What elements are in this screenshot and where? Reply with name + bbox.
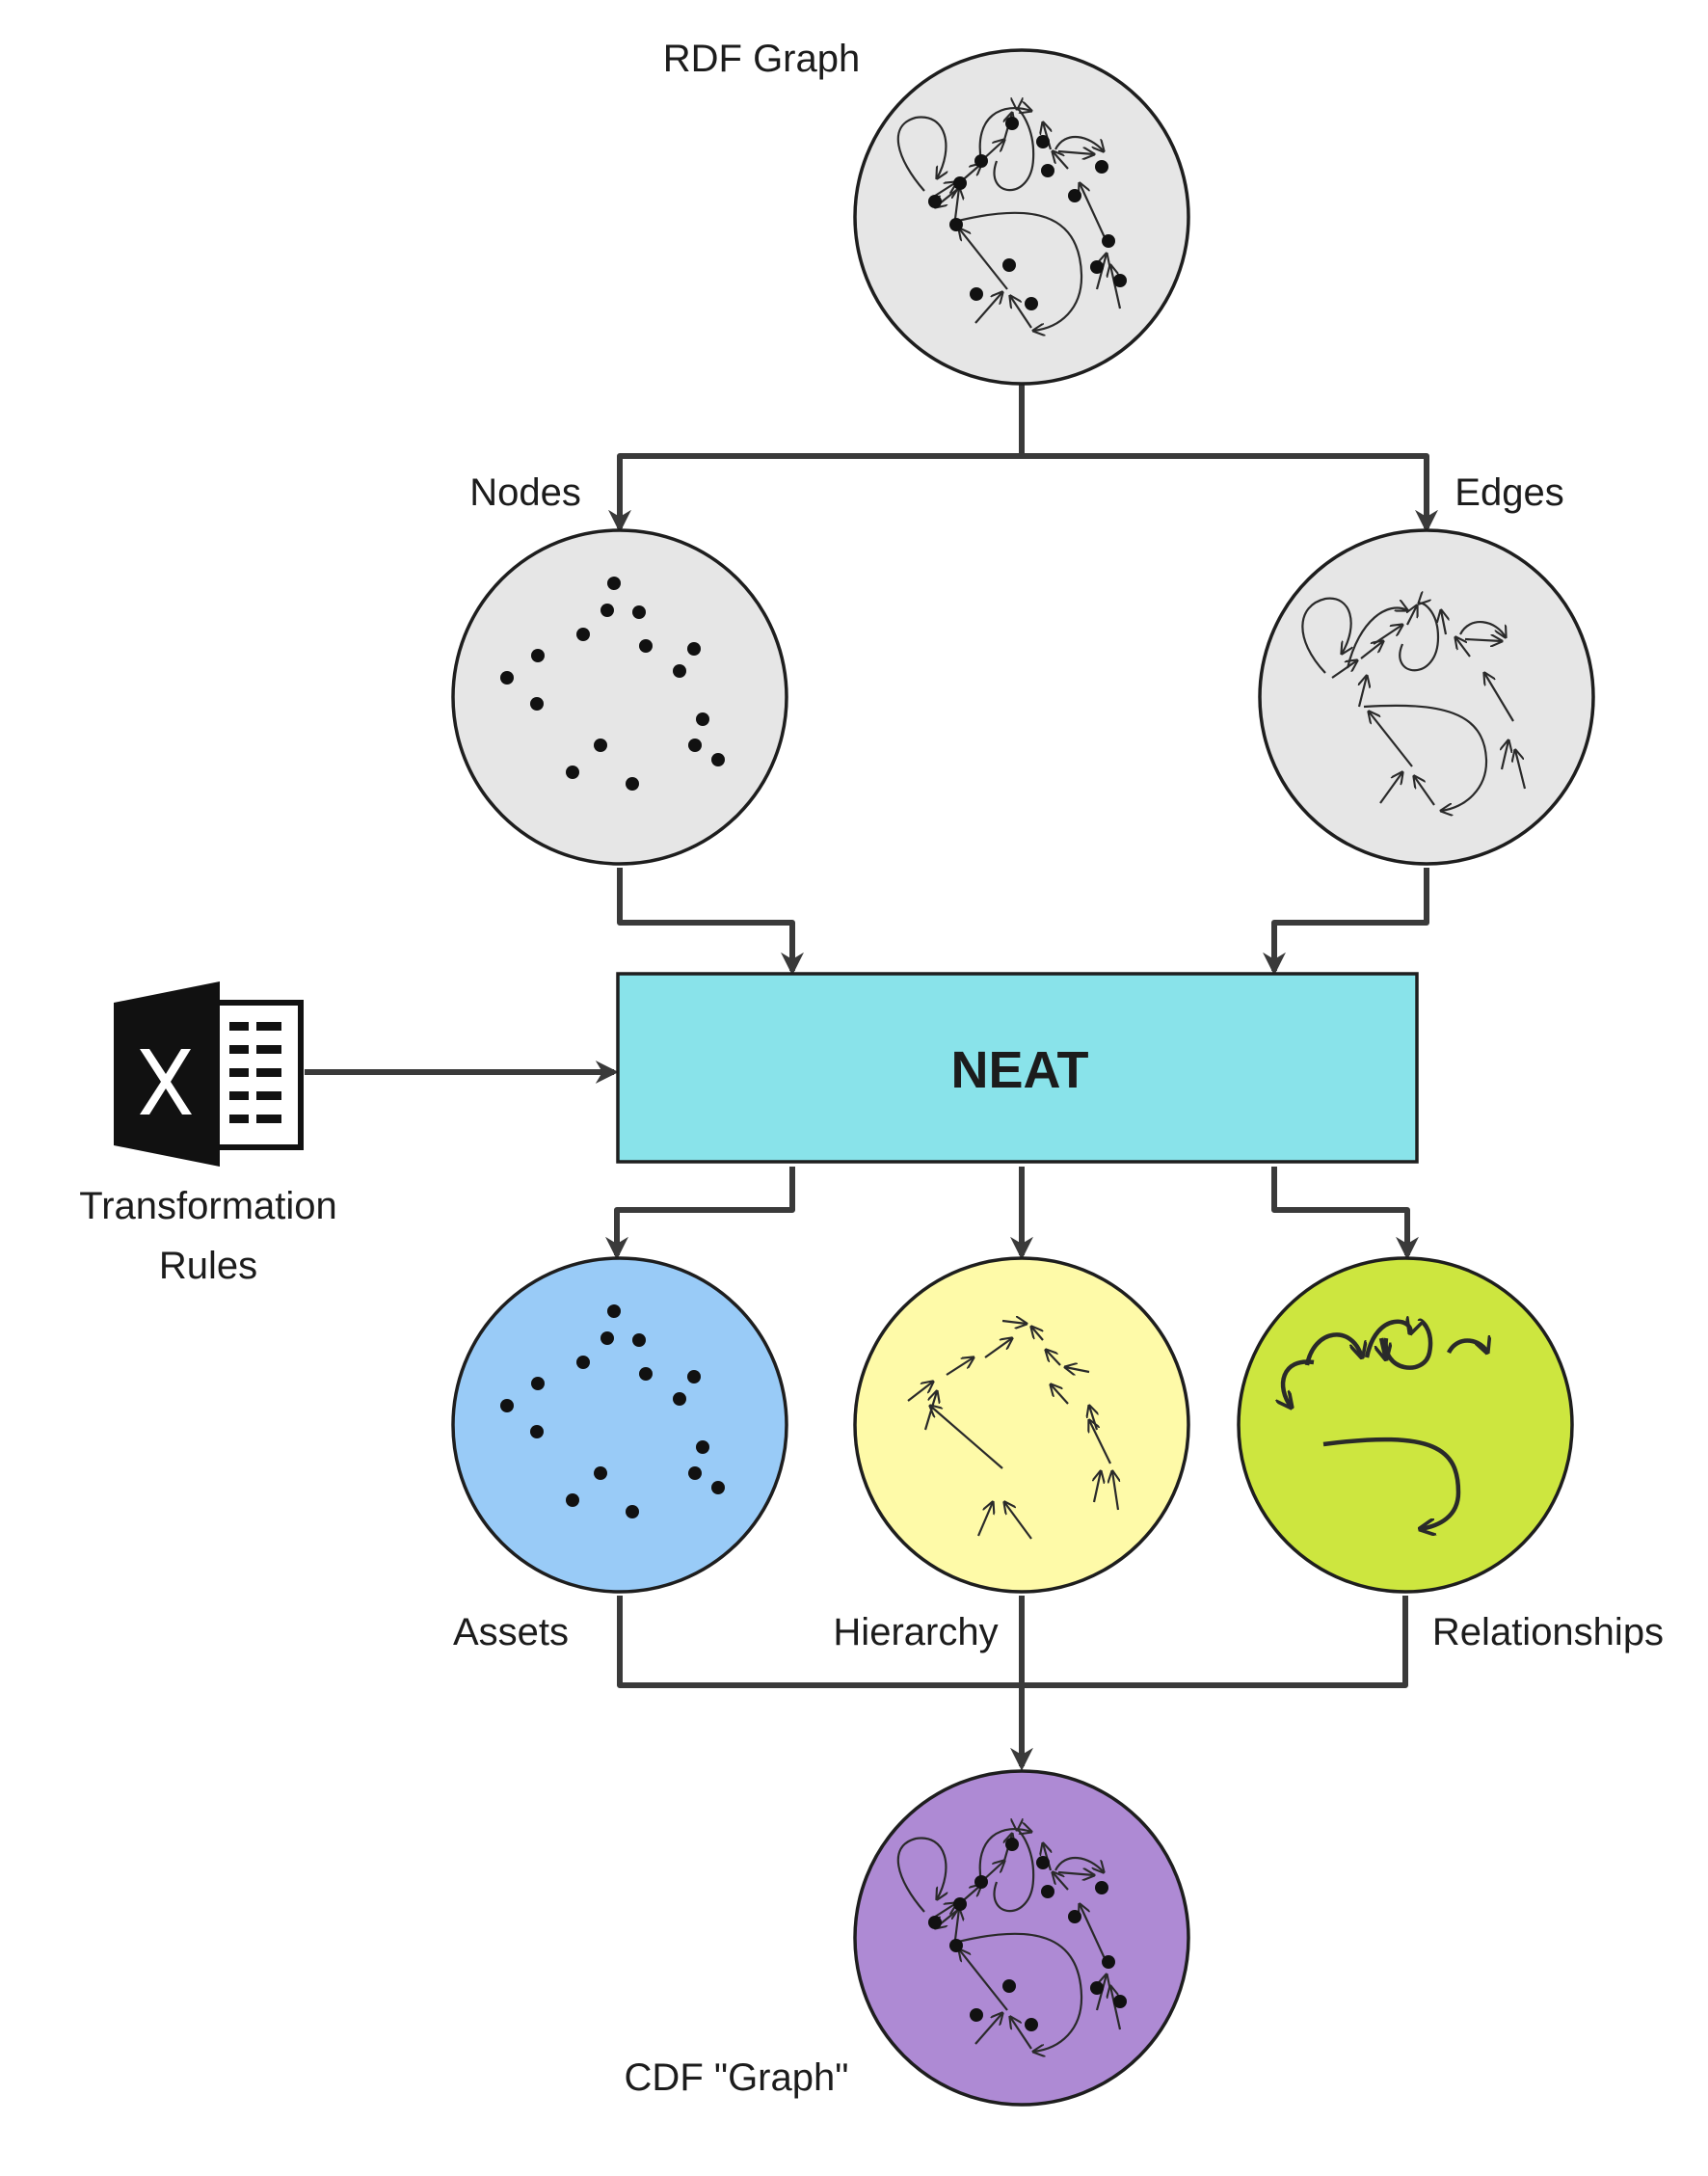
edges-circle <box>1258 528 1595 866</box>
split-to-nodes-connector <box>608 453 1022 533</box>
transformation-rules-label-line1: Transformation <box>79 1185 337 1227</box>
nodes-node[interactable]: Nodes <box>451 471 788 866</box>
assets-label: Assets <box>453 1611 569 1653</box>
neat-rect <box>616 972 1419 1164</box>
relationships-node[interactable]: Relationships <box>1237 1256 1664 1653</box>
cdf-graph-label: CDF "Graph" <box>625 2056 849 2099</box>
neat-box[interactable]: NEAT <box>616 972 1419 1164</box>
nodes-label: Nodes <box>469 471 581 514</box>
neat-to-assets-connector <box>605 1167 795 1260</box>
hierarchy-circle <box>853 1256 1190 1594</box>
assets-to-merge-connector <box>617 1596 1022 1688</box>
nodes-circle <box>451 528 788 866</box>
cdf-graph-circle <box>853 1769 1190 2107</box>
cdf-graph-node[interactable]: CDF "Graph" <box>625 1769 1190 2107</box>
connectors <box>305 383 1438 1771</box>
relationships-label: Relationships <box>1432 1611 1664 1653</box>
transformation-rules-node[interactable]: Transformation Rules <box>79 981 337 1287</box>
assets-node[interactable]: Assets <box>451 1256 788 1653</box>
split-to-edges-connector <box>1022 453 1438 533</box>
edges-to-neat-connector <box>1263 868 1429 976</box>
assets-circle <box>451 1256 788 1594</box>
neat-to-relationships-connector <box>1271 1167 1419 1260</box>
relationships-to-merge-connector <box>1022 1596 1408 1688</box>
neat-label: NEAT <box>951 1041 1089 1099</box>
edges-node[interactable]: Edges <box>1258 471 1595 866</box>
edges-label: Edges <box>1454 471 1563 514</box>
relationships-circle <box>1237 1256 1574 1594</box>
excel-file-icon <box>114 981 304 1167</box>
hierarchy-node[interactable]: Hierarchy <box>833 1256 1190 1653</box>
hierarchy-label: Hierarchy <box>833 1611 998 1653</box>
rdf-graph-circle <box>853 48 1190 386</box>
nodes-to-neat-connector <box>617 868 804 976</box>
rdf-graph-node[interactable]: RDF Graph <box>663 38 1190 386</box>
transformation-rules-label-line2: Rules <box>159 1245 257 1287</box>
rdf-graph-label: RDF Graph <box>663 38 861 80</box>
